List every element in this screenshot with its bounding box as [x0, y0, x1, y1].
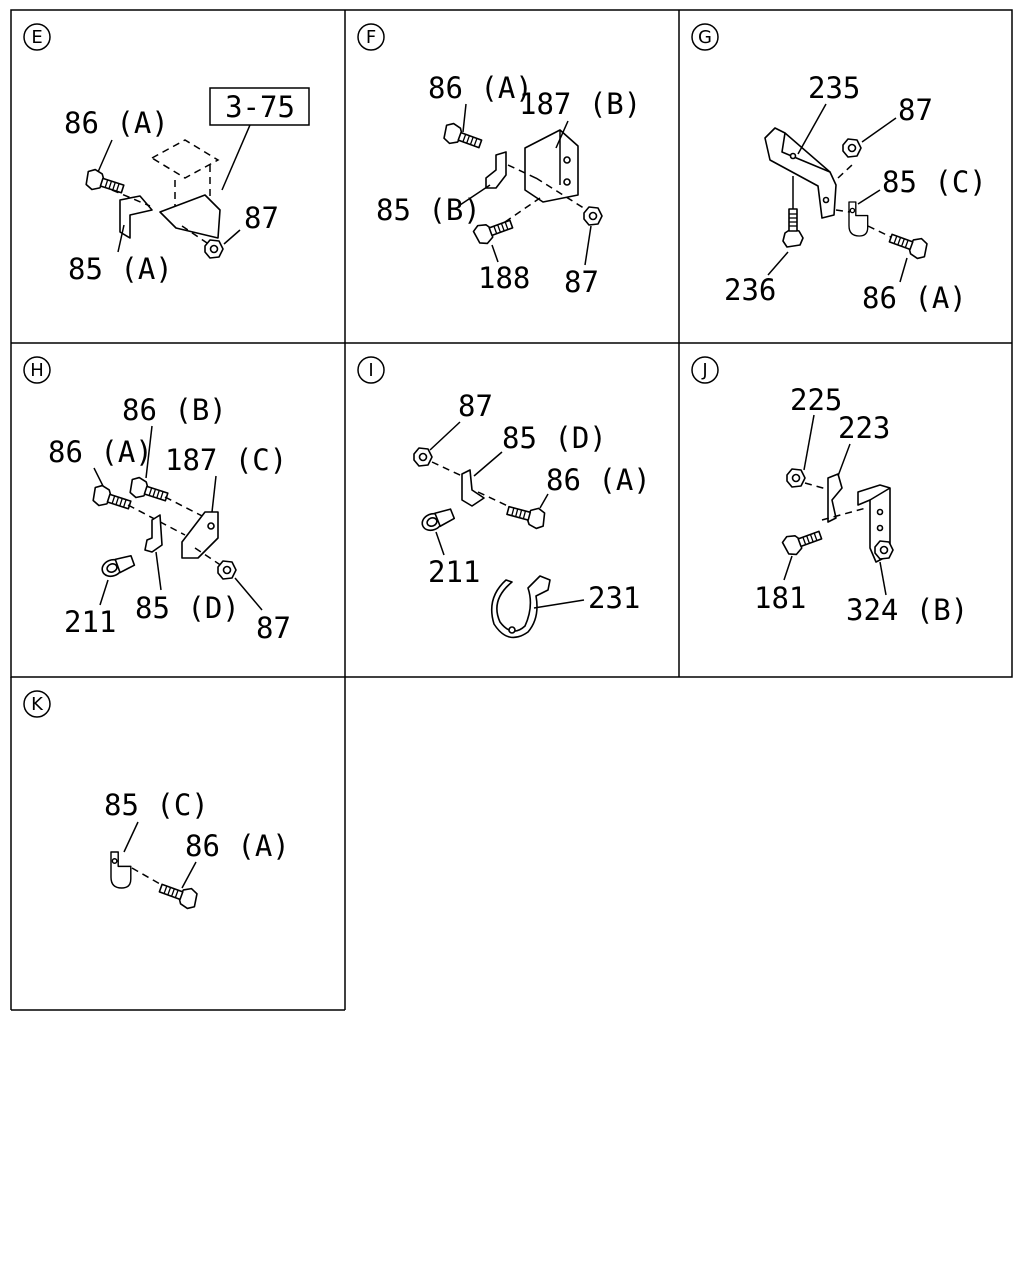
part-label: 86 (A)	[862, 281, 967, 315]
part-label: 87	[244, 201, 279, 235]
part-label: 86 (A)	[546, 463, 651, 497]
part-label: 87	[458, 389, 493, 423]
part-label: 187 (B)	[519, 87, 641, 121]
part-label: 181	[754, 581, 806, 615]
part-label: 85 (D)	[502, 421, 607, 455]
part-label: 235	[808, 71, 860, 105]
panel-letter: F	[366, 27, 376, 48]
part-label: 188	[478, 261, 530, 295]
panel-g: G 235 87 85 (C) 236 86 (A)	[691, 23, 987, 315]
part-label: 86 (A)	[185, 829, 290, 863]
part-label: 85 (C)	[882, 165, 987, 199]
part-label: 223	[838, 411, 890, 445]
part-label: 211	[428, 555, 480, 589]
panel-k: K 85 (C) 86 (A)	[23, 690, 290, 912]
part-label: 86 (B)	[122, 393, 227, 427]
panel-e: E 3-75 86 (A) 85 (A) 87	[23, 23, 310, 286]
part-label: 85 (C)	[104, 788, 209, 822]
part-label: 86 (A)	[48, 435, 153, 469]
part-label: 231	[588, 581, 640, 615]
reference-box-label: 3-75	[225, 90, 295, 124]
part-label: 87	[898, 93, 933, 127]
panel-letter: I	[368, 360, 373, 381]
panel-i: I 87 85 (D) 86 (A) 211 231	[357, 356, 651, 639]
panel-f: F 86 (A) 187 (B) 85 (B) 188 87	[357, 23, 641, 299]
part-label: 236	[724, 273, 776, 307]
part-label: 211	[64, 605, 116, 639]
panel-letter: H	[30, 360, 44, 381]
panel-grid	[10, 9, 1013, 1011]
panel-letter: J	[701, 360, 707, 381]
part-label: 86 (A)	[64, 106, 169, 140]
part-label: 324 (B)	[846, 593, 968, 627]
panel-letter: G	[698, 27, 712, 48]
part-label: 87	[564, 265, 599, 299]
panel-j: J 225 223 181 324 (B)	[691, 356, 968, 627]
panel-h: H 86 (B) 86 (A) 187 (C) 211 85 (D) 87	[23, 356, 291, 645]
part-label: 85 (A)	[68, 252, 173, 286]
part-label: 187 (C)	[165, 443, 287, 477]
part-label: 225	[790, 383, 842, 417]
part-label: 85 (D)	[135, 591, 240, 625]
part-label: 87	[256, 611, 291, 645]
part-label: 85 (B)	[376, 193, 481, 227]
part-label: 86 (A)	[428, 71, 533, 105]
panel-letter: K	[31, 694, 44, 715]
panel-letter: E	[31, 27, 42, 48]
